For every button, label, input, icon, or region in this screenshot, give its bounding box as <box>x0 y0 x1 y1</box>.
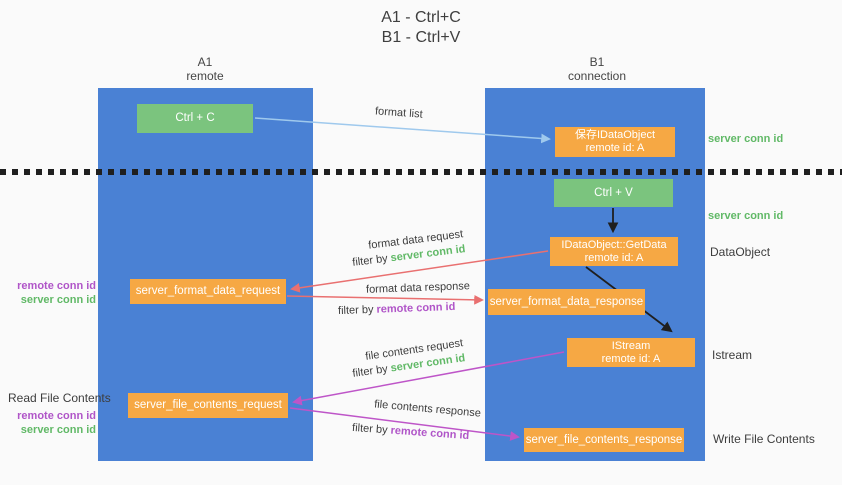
column-b1-label: B1 <box>589 55 605 69</box>
arrow-file-contents-response <box>289 407 520 441</box>
group2-remote-conn-id: remote conn id <box>17 410 96 422</box>
dotted-divider-line <box>0 169 842 175</box>
node-server-format-data-response: server_format_data_response <box>488 289 645 315</box>
node-ctrl-c: Ctrl + C <box>137 104 253 133</box>
label-write-file-contents: Write File Contents <box>713 432 815 446</box>
arrow-format-data-request <box>290 250 549 293</box>
label-istream: Istream <box>712 348 753 362</box>
node-istream: IStream remote id: A <box>567 338 695 367</box>
node-server-file-contents-response: server_file_contents_response <box>524 428 684 452</box>
server-format-data-request-label: server_format_data_request <box>135 285 281 297</box>
server-file-contents-request-label: server_file_contents_request <box>134 399 282 411</box>
title-line-2: B1 - Ctrl+V <box>381 29 461 46</box>
save-idataobject-line1: 保存IDataObject <box>574 129 656 141</box>
filter-prefix-2: filter by <box>337 303 377 318</box>
label-dataobject: DataObject <box>710 245 771 259</box>
arrow-format-data-response <box>286 294 484 305</box>
server-format-data-response-label: server_format_data_response <box>489 295 644 308</box>
column-a1-label: A1 <box>197 55 213 69</box>
server-file-contents-response-label: server_file_contents_response <box>525 433 683 446</box>
group1-remote-conn-id: remote conn id <box>17 280 96 292</box>
column-header-a1: A1 remote <box>155 55 255 83</box>
group2-server-conn-id: server conn id <box>20 424 96 436</box>
arrow-format-list <box>254 117 551 144</box>
getdata-line1: IDataObject::GetData <box>561 238 667 251</box>
istream-line2: remote id: A <box>601 352 661 365</box>
column-a1-sublabel: remote <box>186 69 224 83</box>
node-idataobject-getdata: IDataObject::GetData remote id: A <box>550 237 678 266</box>
node-server-format-data-request: server_format_data_request <box>130 279 286 304</box>
label-read-file-contents: Read File Contents <box>8 391 111 405</box>
getdata-line2: remote id: A <box>584 251 644 264</box>
column-b1-sublabel: connection <box>567 69 627 83</box>
istream-line1: IStream <box>611 339 651 352</box>
save-idataobject-line2: remote id: A <box>585 142 645 154</box>
node-save-idataobject: 保存IDataObject remote id: A <box>555 127 675 157</box>
ctrl-v-label: Ctrl + V <box>594 186 633 199</box>
conn-id-group-2: remote conn id server conn id <box>0 409 96 437</box>
arrow-file-contents-request <box>292 351 565 406</box>
node-ctrl-v: Ctrl + V <box>554 179 673 207</box>
node-server-file-contents-request: server_file_contents_request <box>128 393 288 418</box>
conn-id-group-1: remote conn id server conn id <box>0 279 96 307</box>
diagram-title: A1 - Ctrl+C B1 - Ctrl+V <box>0 8 842 48</box>
title-line-1: A1 - Ctrl+C <box>381 9 461 26</box>
group1-server-conn-id: server conn id <box>20 294 96 306</box>
column-header-b1: B1 connection <box>547 55 647 83</box>
label-server-conn-id-mid: server conn id <box>708 210 784 222</box>
ctrl-c-label: Ctrl + C <box>175 112 215 124</box>
label-server-conn-id-top: server conn id <box>708 133 784 145</box>
